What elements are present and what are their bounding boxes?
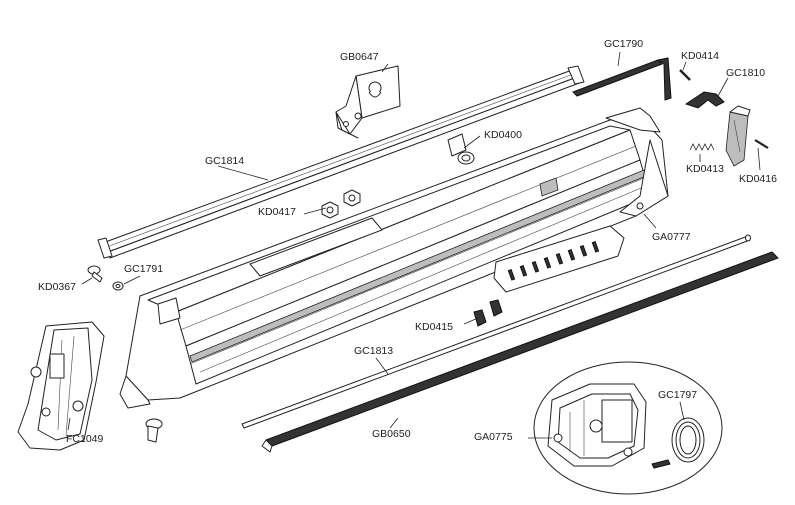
label-gc1810: GC1810 [726,67,766,79]
label-gc1790: GC1790 [604,38,644,50]
label-ga0777: GA0777 [652,231,691,243]
label-kd0415: KD0415 [415,321,453,333]
label-kd0367: KD0367 [38,281,76,293]
part-kd0416-pin [754,139,769,149]
label-gc1813: GC1813 [354,345,394,357]
part-kd0400-bolt [447,133,475,165]
label-kd0414: KD0414 [681,50,719,62]
label-gb0650: GB0650 [372,428,411,440]
label-fc1049: FC1049 [66,433,104,445]
part-ga0777-magazine [119,107,669,409]
label-gb0647: GB0647 [340,51,379,63]
grip-ridges [507,240,600,281]
label-kd0400: KD0400 [484,129,522,141]
label-gc1797: GC1797 [658,389,698,401]
part-fc1049-nose [17,321,105,451]
part-kd0367-screw [87,265,103,283]
label-ga0775: GA0775 [474,431,513,443]
part-ga0775-inset [533,361,723,495]
part-gc1810-trigger [725,105,751,167]
part-gc1814-rail [97,65,585,259]
part-nose-screw [145,418,163,443]
part-gb0647-bracket [335,65,401,139]
label-gc1791: GC1791 [124,263,164,275]
part-kd0417-nuts [321,189,361,219]
part-gb0650-strip [261,251,779,453]
part-gc1810-latch [684,91,725,109]
part-gc1790-hex-key [572,57,672,101]
label-kd0416: KD0416 [739,173,777,185]
part-gc1813-rod [241,234,751,429]
part-kd0415-screws [473,299,503,327]
label-kd0417: KD0417 [258,206,296,218]
part-kd0413-spring [689,143,715,151]
part-kd0414-pin [679,69,691,81]
label-kd0413: KD0413 [686,163,724,175]
leader-lines [67,51,761,439]
label-gc1814: GC1814 [205,155,245,167]
part-gc1791-washer [112,281,124,291]
